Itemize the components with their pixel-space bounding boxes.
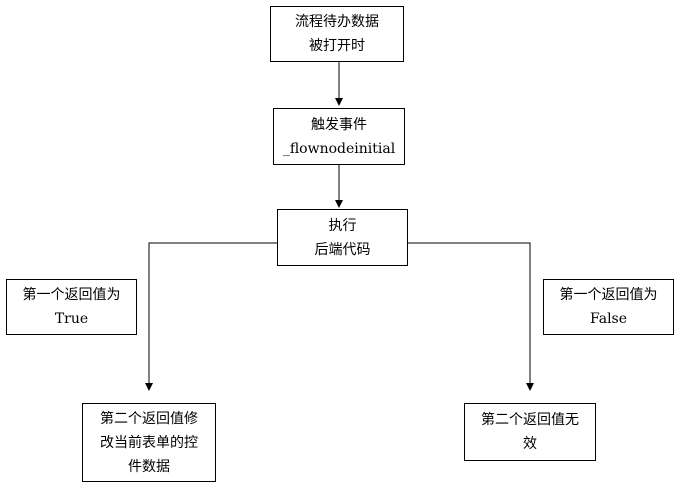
- node-execute-backend: 执行 后端代码: [277, 209, 408, 266]
- node-second-return-modify: 第二个返回值修 改当前表单的控 件数据: [82, 403, 216, 482]
- node-second-return-invalid-label: 第二个返回值无 效: [481, 412, 579, 452]
- node-start: 流程待办数据 被打开时: [270, 6, 404, 62]
- node-execute-backend-label: 执行 后端代码: [314, 217, 371, 258]
- node-trigger-event: 触发事件 _flownodeinitial: [273, 108, 405, 165]
- node-first-return-false-label: 第一个返回值为 False: [559, 287, 658, 327]
- node-first-return-true-label: 第一个返回值为 True: [22, 287, 121, 327]
- node-first-return-true: 第一个返回值为 True: [6, 279, 137, 335]
- node-trigger-event-label: 触发事件 _flownodeinitial: [282, 116, 396, 157]
- connector-exec-to-right: [408, 242, 534, 391]
- node-second-return-modify-label: 第二个返回值修 改当前表单的控 件数据: [100, 410, 198, 475]
- node-first-return-false: 第一个返回值为 False: [543, 279, 674, 335]
- node-second-return-invalid: 第二个返回值无 效: [464, 403, 596, 461]
- node-start-label: 流程待办数据 被打开时: [295, 14, 379, 54]
- connector-exec-to-left: [145, 242, 277, 391]
